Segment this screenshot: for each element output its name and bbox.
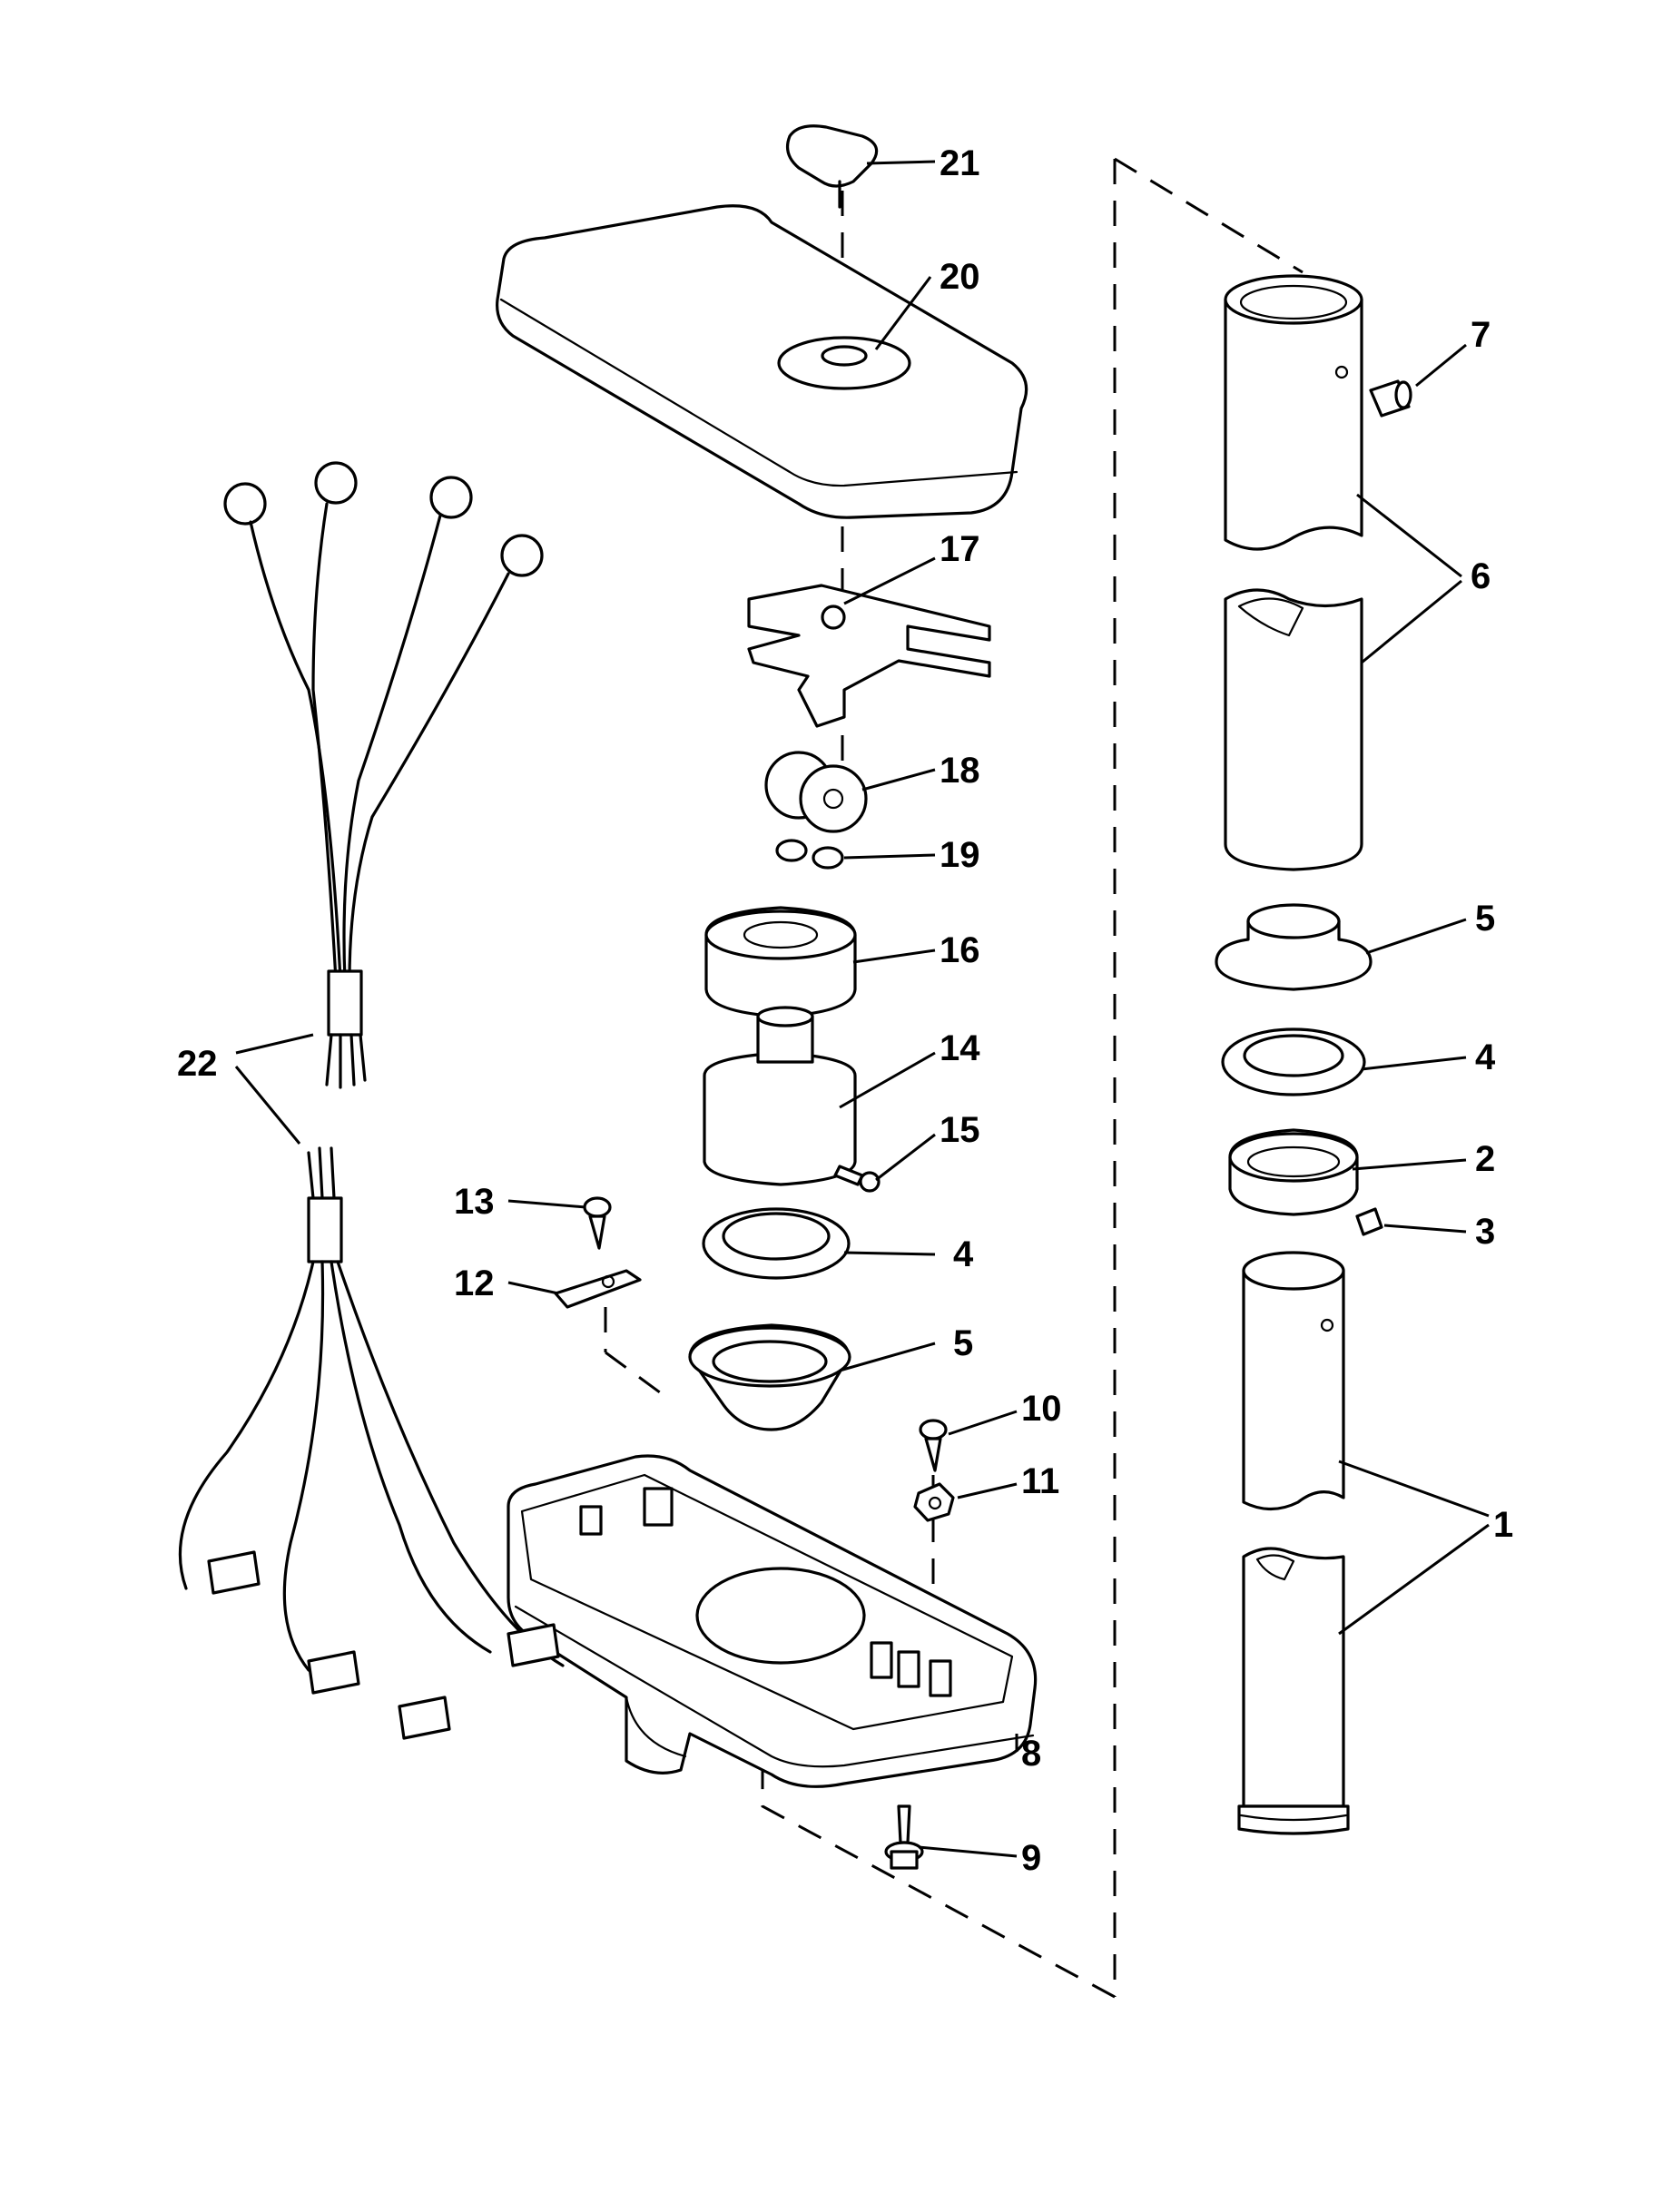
callout-7: 7 bbox=[1471, 315, 1491, 355]
shaft-tube-lower-bottom bbox=[1237, 1547, 1350, 1835]
callout-4-center: 4 bbox=[953, 1234, 974, 1274]
callout-1: 1 bbox=[1493, 1505, 1513, 1545]
callout-12: 12 bbox=[454, 1263, 495, 1303]
bracket-plate bbox=[747, 584, 991, 728]
gear-pair bbox=[764, 751, 868, 833]
callout-19: 19 bbox=[940, 835, 980, 875]
bearing-center bbox=[702, 1207, 851, 1280]
pinion-housing bbox=[703, 1006, 857, 1186]
callout-17: 17 bbox=[940, 529, 980, 569]
callout-14: 14 bbox=[940, 1028, 980, 1068]
callout-16: 16 bbox=[940, 930, 980, 970]
callout-18: 18 bbox=[940, 751, 980, 791]
callout-22: 22 bbox=[177, 1044, 218, 1084]
callout-21: 21 bbox=[940, 143, 980, 183]
callout-6: 6 bbox=[1471, 556, 1491, 596]
bushing-right bbox=[1215, 903, 1373, 991]
callout-labels: 21 20 17 18 19 16 14 15 4 5 13 12 10 11 … bbox=[177, 143, 1513, 1878]
callout-5-right: 5 bbox=[1475, 899, 1495, 939]
bushing-center bbox=[688, 1323, 851, 1431]
nut-11 bbox=[913, 1482, 955, 1522]
shaft-tube-upper bbox=[1224, 274, 1363, 551]
shaft-tube-upper-lower-half bbox=[1224, 588, 1363, 871]
screw-9 bbox=[884, 1804, 924, 1870]
setscrew-3 bbox=[1355, 1207, 1383, 1236]
shaft-tube-lower bbox=[1242, 1251, 1345, 1511]
screw-15 bbox=[833, 1165, 881, 1193]
small-washers bbox=[775, 839, 844, 870]
callout-9: 9 bbox=[1021, 1838, 1041, 1878]
wire-harness-upper bbox=[223, 461, 544, 1089]
callout-13: 13 bbox=[454, 1182, 495, 1222]
callout-10: 10 bbox=[1021, 1389, 1062, 1429]
screw-13 bbox=[583, 1196, 612, 1250]
callout-3: 3 bbox=[1475, 1212, 1495, 1252]
callout-8: 8 bbox=[1021, 1734, 1041, 1774]
base-housing bbox=[507, 1454, 1038, 1788]
control-knob bbox=[786, 124, 879, 209]
callout-15: 15 bbox=[940, 1110, 980, 1150]
wire-harness-lower bbox=[178, 1146, 565, 1740]
bearing-right bbox=[1221, 1027, 1366, 1096]
top-cover bbox=[496, 204, 1028, 519]
drive-gear bbox=[704, 906, 857, 1018]
leader-lines bbox=[234, 160, 1490, 1858]
pin-7 bbox=[1369, 379, 1412, 418]
callout-5-center: 5 bbox=[953, 1323, 973, 1363]
callout-2: 2 bbox=[1475, 1139, 1495, 1179]
callout-4-right: 4 bbox=[1475, 1037, 1496, 1077]
callout-11: 11 bbox=[1021, 1461, 1059, 1501]
callout-20: 20 bbox=[940, 257, 980, 297]
plate-12 bbox=[554, 1269, 642, 1309]
screw-10 bbox=[919, 1419, 948, 1472]
collar-2 bbox=[1228, 1128, 1359, 1216]
